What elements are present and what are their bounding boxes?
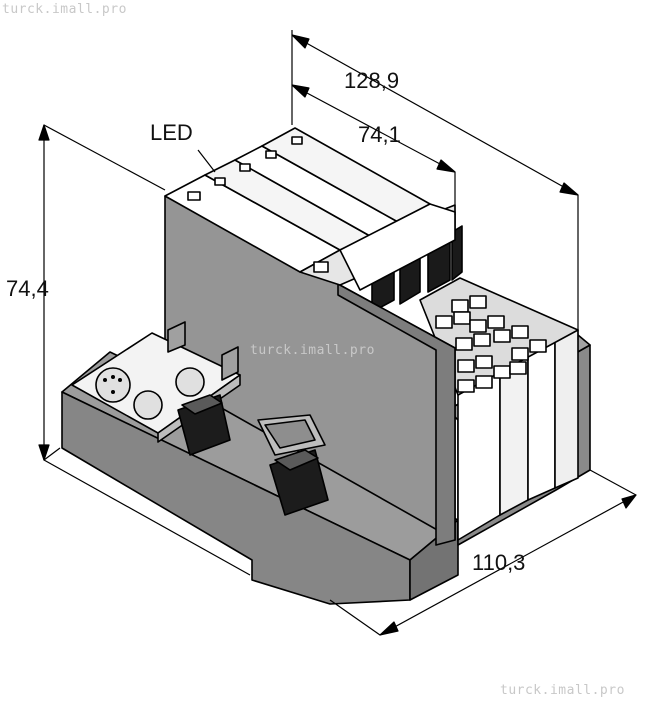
led-indicators bbox=[187, 136, 329, 273]
watermark-bottom: turck.imall.pro bbox=[500, 683, 625, 698]
dimension-lines bbox=[38, 30, 637, 636]
electronics-module-5 bbox=[339, 203, 456, 291]
io-module-1 bbox=[457, 369, 501, 541]
gateway-side bbox=[337, 283, 456, 546]
terminal-blocks bbox=[435, 295, 547, 393]
watermark-top: turck.imall.pro bbox=[2, 2, 127, 17]
round-connector-2 bbox=[133, 390, 163, 420]
io-module-3 bbox=[527, 339, 556, 501]
height-dimension: 74,4 bbox=[6, 276, 49, 301]
round-connector-1 bbox=[95, 367, 131, 403]
bracket-left bbox=[167, 321, 186, 353]
io-module-4 bbox=[554, 329, 579, 489]
depth-dimension: 110,3 bbox=[472, 550, 526, 575]
led-label: LED bbox=[150, 120, 193, 145]
io-module-2 bbox=[499, 354, 529, 516]
bracket-right bbox=[221, 346, 239, 381]
module-length-dimension: 74,1 bbox=[358, 122, 401, 147]
overall-length-dimension: 128,9 bbox=[344, 68, 400, 93]
round-connector-3 bbox=[175, 367, 205, 397]
watermark-center: turck.imall.pro bbox=[250, 343, 375, 358]
